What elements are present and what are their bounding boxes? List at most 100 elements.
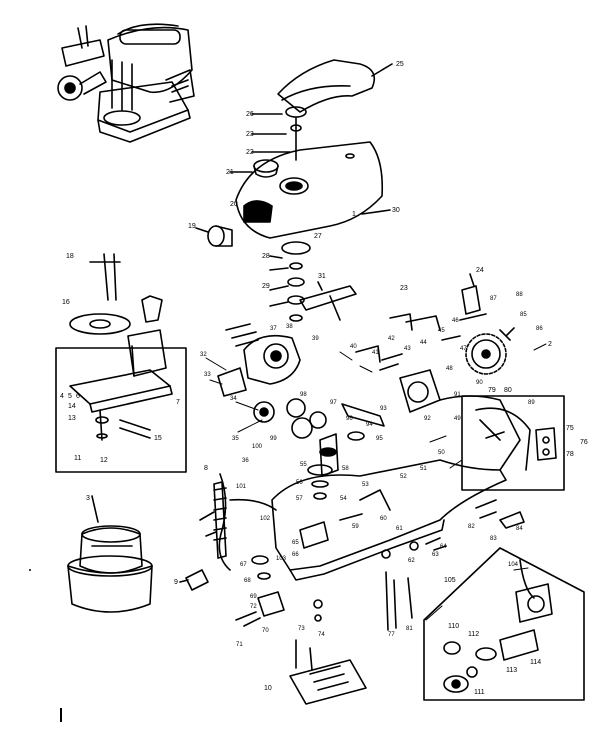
callout-45: 45 — [438, 328, 445, 334]
callout-64: 64 — [440, 544, 447, 550]
callout-94: 94 — [366, 422, 373, 428]
callout-101: 101 — [236, 484, 247, 490]
knob-stack — [251, 106, 307, 161]
callout-35: 35 — [232, 436, 239, 442]
callout-92: 92 — [424, 416, 431, 422]
bracket-31 — [299, 281, 357, 321]
label-gear-79: 79 — [488, 387, 496, 394]
label-stack-28: 28 — [262, 253, 270, 260]
left-detail-box — [55, 329, 187, 473]
label-grinder: 105 — [444, 577, 456, 584]
callout-63: 63 — [432, 552, 439, 558]
label-knob-22: 22 — [246, 149, 254, 156]
right-detail-box — [461, 395, 565, 491]
label-plate-16: 16 — [62, 299, 70, 306]
motor-housing — [217, 323, 301, 397]
label-small-knob: 19 — [188, 223, 196, 230]
lower-left-parts — [199, 511, 285, 627]
callout-96: 96 — [346, 416, 353, 422]
callout-83: 83 — [490, 536, 497, 542]
label-box-4: 4 — [60, 393, 64, 400]
label-stack-29: 29 — [262, 283, 270, 290]
callout-33: 33 — [204, 372, 211, 378]
base-plate — [289, 639, 367, 705]
callout-102: 102 — [260, 516, 271, 522]
callout-72: 72 — [250, 604, 257, 610]
callout-34: 34 — [230, 396, 237, 402]
washer-stack — [269, 241, 311, 322]
label-rbox-75: 75 — [566, 425, 574, 432]
callout-91: 91 — [454, 392, 461, 398]
label-plug: 9 — [174, 579, 178, 586]
label-box-5: 5 — [68, 393, 72, 400]
callout-50: 50 — [438, 450, 445, 456]
label-base-plate: 10 — [264, 685, 272, 692]
label-cord-guard: 8 — [204, 465, 208, 472]
callout-77: 77 — [388, 632, 395, 638]
callout-87: 87 — [490, 296, 497, 302]
callout-74: 74 — [318, 632, 325, 638]
callout-38: 38 — [286, 324, 293, 330]
callout-93: 93 — [380, 406, 387, 412]
callout-98: 98 — [300, 392, 307, 398]
leader-lines — [205, 343, 547, 621]
callout-73: 73 — [298, 626, 305, 632]
label-grinder-112: 112 — [468, 631, 479, 638]
label-rbox-76: 76 — [580, 439, 588, 446]
callout-41: 41 — [372, 350, 379, 356]
base-frame — [271, 395, 521, 581]
callout-86: 86 — [536, 326, 543, 332]
callout-57: 57 — [296, 496, 303, 502]
label-grinder-113: 113 — [506, 667, 517, 674]
callout-54: 54 — [340, 496, 347, 502]
handle-part — [277, 59, 393, 113]
label-grinder-111: 111 — [474, 689, 485, 696]
label-bracket-23: 23 — [400, 285, 408, 292]
callout-46: 46 — [452, 318, 459, 324]
callout-59: 59 — [352, 524, 359, 530]
grinder-box — [423, 547, 585, 701]
label-washer: 27 — [314, 233, 322, 240]
bowl — [67, 495, 153, 613]
callout-62: 62 — [408, 558, 415, 564]
callout-43: 43 — [404, 346, 411, 352]
callout-69: 69 — [250, 594, 257, 600]
callout-44: 44 — [420, 340, 427, 346]
label-speed-switch: 24 — [476, 267, 484, 274]
plate-16 — [69, 253, 131, 335]
callout-88: 88 — [516, 292, 523, 298]
callout-42: 42 — [388, 336, 395, 342]
label-top-cover: 1 — [352, 211, 356, 218]
scan-marks — [29, 569, 62, 722]
callout-58: 58 — [342, 466, 349, 472]
center-screws — [313, 571, 413, 631]
fan-assembly — [355, 315, 441, 413]
label-handle: 25 — [396, 61, 404, 68]
label-box-12: 12 — [100, 457, 108, 464]
callout-labels: 25 26 23 22 21 1 30 20 19 27 28 29 31 18… — [60, 61, 588, 696]
callout-90: 90 — [476, 380, 483, 386]
callout-60: 60 — [380, 516, 387, 522]
callout-85: 85 — [520, 312, 527, 318]
callout-36: 36 — [242, 458, 249, 464]
callout-48: 48 — [446, 366, 453, 372]
callout-55: 55 — [300, 462, 307, 468]
callout-37: 37 — [270, 326, 277, 332]
callout-66: 66 — [292, 552, 299, 558]
label-insert-cap: 21 — [226, 169, 234, 176]
label-box-14: 14 — [68, 403, 76, 410]
callout-61: 61 — [396, 526, 403, 532]
label-box-15: 15 — [154, 435, 162, 442]
callout-68: 68 — [244, 578, 251, 584]
label-knob-23: 23 — [246, 131, 254, 138]
label-box-11: 11 — [74, 455, 81, 462]
label-box-13: 13 — [68, 415, 76, 422]
label-top-cover-b: 30 — [392, 207, 400, 214]
label-screw-18: 18 — [66, 253, 74, 260]
callout-40: 40 — [350, 344, 357, 350]
callout-39: 39 — [312, 336, 319, 342]
callout-51: 51 — [420, 466, 427, 472]
callout-104: 104 — [508, 562, 519, 568]
